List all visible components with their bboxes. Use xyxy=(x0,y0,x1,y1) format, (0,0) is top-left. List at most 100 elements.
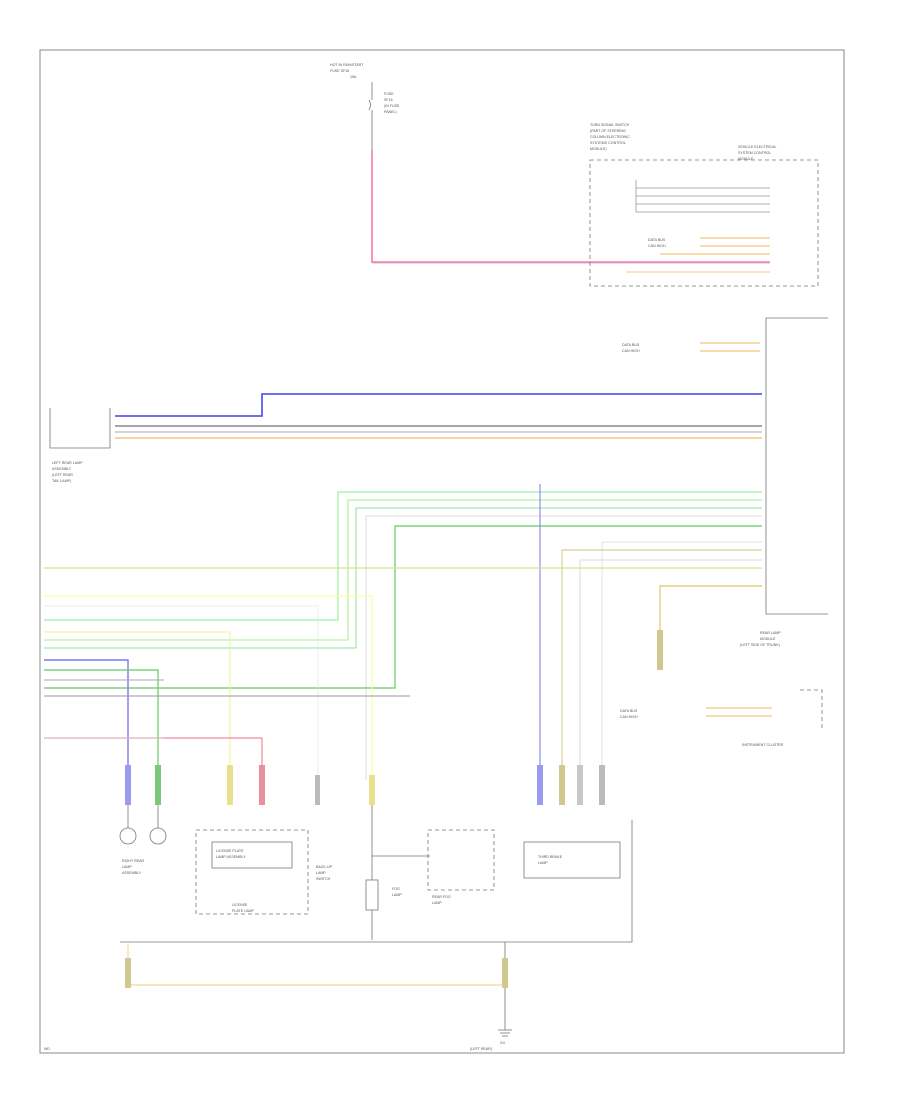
wire-white-1 xyxy=(365,515,762,780)
wire-khaki-mid xyxy=(561,549,762,780)
top-power-label: HOT IN RUN/START FUSE SF16 15A xyxy=(330,63,364,79)
ground-symbol xyxy=(498,1029,512,1037)
right-tail-line-3: ASSEMBLY xyxy=(122,871,142,875)
can-low-line-1: DATA BUS xyxy=(620,709,638,713)
can-wires-mid xyxy=(700,342,760,352)
wire-yellow-left xyxy=(44,631,231,780)
left-lamp-assembly-box xyxy=(49,408,111,449)
wire-red-feed xyxy=(371,150,770,263)
lp-switch-label: LICENSE PLATE LAMP xyxy=(232,903,255,913)
fog-lamp-label: FOG LAMP xyxy=(392,887,402,897)
page-number: WD xyxy=(44,1047,50,1051)
third-brake-label: THIRD BRAKE LAMP xyxy=(538,855,563,865)
diagram-frame xyxy=(39,49,845,1054)
fuse-symbol xyxy=(368,82,373,150)
wire-lightgreen-2 xyxy=(44,499,762,641)
fuse-side-line-2: SF16 xyxy=(384,98,393,102)
ground-connector-2 xyxy=(125,958,131,988)
can-label-low: DATA BUS CAN HIGH xyxy=(620,709,638,719)
rear-fog-label: REAR FOG LAMP xyxy=(432,895,451,905)
backup-line-3: SWITCH xyxy=(316,877,331,881)
svg-text:FUSE SF16: FUSE SF16 xyxy=(330,69,349,73)
bulb-left-1 xyxy=(119,805,137,845)
switch-line-1: TURN SIGNAL SWITCH xyxy=(590,123,630,127)
left-module-label: LEFT REAR LAMP ASSEMBLY (LEFT REAR TAIL … xyxy=(52,461,83,483)
switch-line-4: SYSTEMS CONTROL xyxy=(590,141,626,145)
turn-signal-switch-box xyxy=(589,159,819,287)
right-tail-line-1: RIGHT REAR xyxy=(122,859,145,863)
wire-blue-top xyxy=(115,393,762,417)
vehicle-control-line-1: VEHICLE ELECTRICAL xyxy=(738,145,777,149)
wire-tan-mid xyxy=(601,541,762,780)
ground-wire-tan xyxy=(127,942,505,986)
can-mid-line-2: CAN HIGH xyxy=(622,349,640,353)
can-mid-line-1: DATA BUS xyxy=(622,343,640,347)
fog-line-2: LAMP xyxy=(392,893,402,897)
wire-yellow-fog xyxy=(44,595,373,780)
vehicle-control-line-2: SYSTEM CONTROL xyxy=(738,151,771,155)
wire-tan-down xyxy=(659,585,762,650)
backup-line-1: BACK-UP xyxy=(316,865,333,869)
left-module-line-2: ASSEMBLY xyxy=(52,467,72,471)
switch-block-label: TURN SIGNAL SWITCH (PART OF STEERING COL… xyxy=(590,123,630,151)
left-module-line-1: LEFT REAR LAMP xyxy=(52,461,83,465)
right-module-line-3: (LEFT SIDE OF TRUNK) xyxy=(740,643,780,647)
ground-connector xyxy=(502,958,508,988)
wire-gray-mid xyxy=(579,559,762,780)
can-label-top: DATA BUS CAN HIGH xyxy=(648,238,666,248)
can-top-line-2: CAN HIGH xyxy=(648,244,666,248)
top-power-line-2: FUSE SF16 xyxy=(330,69,349,73)
backup-line-2: LAMP xyxy=(316,871,326,875)
ground-label: G4 (LEFT REAR) xyxy=(470,1041,505,1051)
wire-blue-bulb xyxy=(44,659,129,780)
instrument-cluster-label: INSTRUMENT CLUSTER xyxy=(742,743,784,747)
left-module-line-4: TAIL LAMP) xyxy=(52,479,71,483)
vehicle-control-label: VEHICLE ELECTRICAL SYSTEM CONTROL MODULE xyxy=(738,145,777,161)
can-label-mid: DATA BUS CAN HIGH xyxy=(622,343,640,353)
wire-lightgreen-1 xyxy=(44,491,762,621)
lp-assembly-line-1: LICENSE PLATE xyxy=(216,849,244,853)
third-brake-line-2: LAMP xyxy=(538,861,548,865)
rear-fog-lamp-box xyxy=(427,829,495,891)
top-power-line-1: HOT IN RUN/START xyxy=(330,63,364,67)
wire-green-1 xyxy=(44,525,762,689)
instrument-cluster-wires xyxy=(706,707,772,717)
right-tail-line-2: LAMP xyxy=(122,865,132,869)
switch-line-5: MODULE) xyxy=(590,147,607,151)
license-plate-lamp-inner xyxy=(211,841,293,869)
can-top-line-1: DATA BUS xyxy=(648,238,666,242)
right-module-label: REAR LAMP MODULE (LEFT SIDE OF TRUNK) xyxy=(740,631,781,647)
license-plate-lamp-assembly xyxy=(195,829,309,915)
wire-green-bulb xyxy=(44,669,159,780)
lp-switch-line-1: LICENSE xyxy=(232,903,248,907)
third-brake-line-1: THIRD BRAKE xyxy=(538,855,563,859)
left-module-line-3: (LEFT REAR xyxy=(52,473,73,477)
svg-text:HOT IN RUN/START: HOT IN RUN/START xyxy=(330,63,364,67)
fog-line-1: FOG xyxy=(392,887,400,891)
rear-fog-line-2: LAMP xyxy=(432,901,442,905)
can-wires-top xyxy=(626,237,770,273)
rear-lamp-module-box xyxy=(765,317,828,615)
fog-lamp-symbol xyxy=(365,805,430,940)
wire-white-left xyxy=(44,605,319,780)
switch-line-2: (PART OF STEERING xyxy=(590,129,626,133)
fuse-side-line-1: FUSE xyxy=(384,92,394,96)
rear-fog-line-1: REAR FOG xyxy=(432,895,451,899)
fuse-side-label: FUSE SF16 (IN FUSE PANEL) xyxy=(384,92,400,114)
instrument-cluster-line-1: INSTRUMENT CLUSTER xyxy=(742,743,784,747)
lp-assembly-label: LICENSE PLATE LAMP ASSEMBLY xyxy=(216,849,246,859)
fuse-side-line-4: PANEL) xyxy=(384,110,397,114)
ground-bus xyxy=(120,820,633,943)
bulb-left-2 xyxy=(149,805,167,845)
lp-assembly-line-2: LAMP ASSEMBLY xyxy=(216,855,246,859)
right-module-line-2: MODULE xyxy=(760,637,776,641)
fuse-side-line-3: (IN FUSE xyxy=(384,104,400,108)
vehicle-control-line-3: MODULE xyxy=(738,157,754,161)
switch-box-wires xyxy=(635,180,770,213)
wire-lightgreen-3 xyxy=(44,507,762,649)
top-power-line-3: 15A xyxy=(350,75,357,79)
connector-stubs xyxy=(125,630,663,805)
svg-text:15A: 15A xyxy=(350,75,357,79)
third-brake-lamp-box xyxy=(523,841,621,879)
